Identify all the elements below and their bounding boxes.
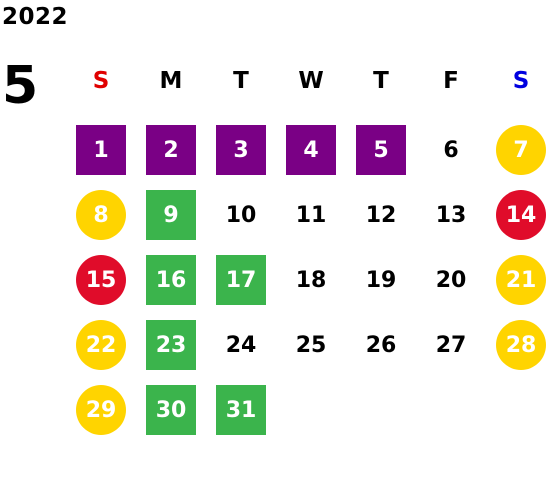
- day-cell[interactable]: 1: [76, 125, 126, 175]
- weekday-header: T: [233, 68, 249, 94]
- day-cell[interactable]: 25: [295, 332, 327, 358]
- day-cell[interactable]: 24: [225, 332, 257, 358]
- day-cell[interactable]: 3: [216, 125, 266, 175]
- day-cell[interactable]: 17: [216, 255, 266, 305]
- weekday-header: M: [159, 68, 183, 94]
- day-cell[interactable]: 2: [146, 125, 196, 175]
- day-cell[interactable]: 19: [365, 267, 397, 293]
- day-cell[interactable]: 9: [146, 190, 196, 240]
- day-cell[interactable]: 16: [146, 255, 196, 305]
- day-cell[interactable]: 14: [496, 190, 546, 240]
- day-cell[interactable]: 20: [435, 267, 467, 293]
- weekday-header: W: [298, 68, 324, 94]
- day-cell[interactable]: 27: [435, 332, 467, 358]
- day-cell[interactable]: 6: [443, 137, 459, 163]
- day-cell[interactable]: 8: [76, 190, 126, 240]
- weekday-header: S: [92, 68, 110, 94]
- weekday-header: F: [443, 68, 459, 94]
- day-cell[interactable]: 30: [146, 385, 196, 435]
- day-cell[interactable]: 31: [216, 385, 266, 435]
- day-cell[interactable]: 28: [496, 320, 546, 370]
- day-cell[interactable]: 12: [365, 202, 397, 228]
- weekday-header: S: [512, 68, 530, 94]
- weekday-header: T: [373, 68, 389, 94]
- year-label: 2022: [2, 4, 69, 30]
- day-cell[interactable]: 15: [76, 255, 126, 305]
- day-cell[interactable]: 13: [435, 202, 467, 228]
- day-cell[interactable]: 10: [225, 202, 257, 228]
- day-cell[interactable]: 21: [496, 255, 546, 305]
- day-cell[interactable]: 23: [146, 320, 196, 370]
- day-cell[interactable]: 5: [356, 125, 406, 175]
- day-cell[interactable]: 26: [365, 332, 397, 358]
- day-cell[interactable]: 4: [286, 125, 336, 175]
- month-label: 5: [2, 56, 39, 116]
- day-cell[interactable]: 11: [295, 202, 327, 228]
- day-cell[interactable]: 29: [76, 385, 126, 435]
- day-cell[interactable]: 18: [295, 267, 327, 293]
- day-cell[interactable]: 7: [496, 125, 546, 175]
- day-cell[interactable]: 22: [76, 320, 126, 370]
